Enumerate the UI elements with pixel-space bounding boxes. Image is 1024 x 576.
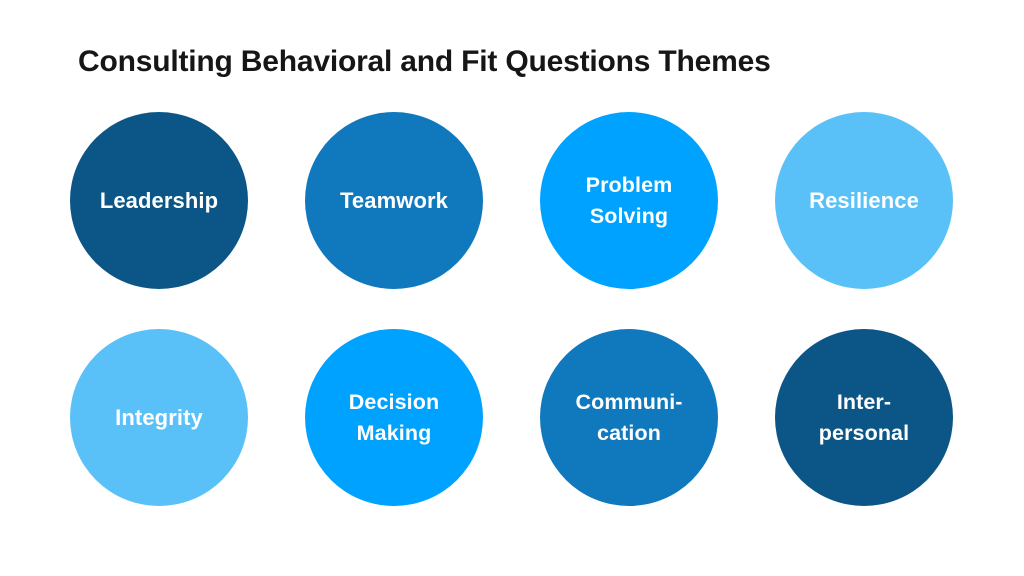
theme-bubble-label: Decision Making: [348, 389, 440, 445]
theme-bubble-teamwork[interactable]: Teamwork: [305, 112, 483, 289]
theme-bubble-resilience[interactable]: Resilience: [775, 112, 953, 289]
theme-bubble-communication[interactable]: Communi- cation: [540, 329, 718, 506]
theme-bubble-label: Inter- personal: [818, 389, 910, 445]
page-title: Consulting Behavioral and Fit Questions …: [78, 45, 771, 78]
theme-bubble-label: Integrity: [115, 405, 203, 430]
theme-bubble-problem-solving[interactable]: Problem Solving: [540, 112, 718, 289]
theme-bubble-integrity[interactable]: Integrity: [70, 329, 248, 506]
theme-bubble-interpersonal[interactable]: Inter- personal: [775, 329, 953, 506]
theme-bubble-label: Teamwork: [340, 188, 448, 213]
theme-bubble-label: Communi- cation: [575, 389, 683, 445]
theme-bubble-label: Problem Solving: [585, 172, 673, 228]
theme-bubble-leadership[interactable]: Leadership: [70, 112, 248, 289]
theme-bubble-label: Resilience: [809, 188, 919, 213]
theme-bubble-grid: Leadership Teamwork Problem Solving Resi…: [70, 112, 954, 506]
theme-bubble-label: Leadership: [99, 188, 219, 213]
theme-bubble-decision-making[interactable]: Decision Making: [305, 329, 483, 506]
